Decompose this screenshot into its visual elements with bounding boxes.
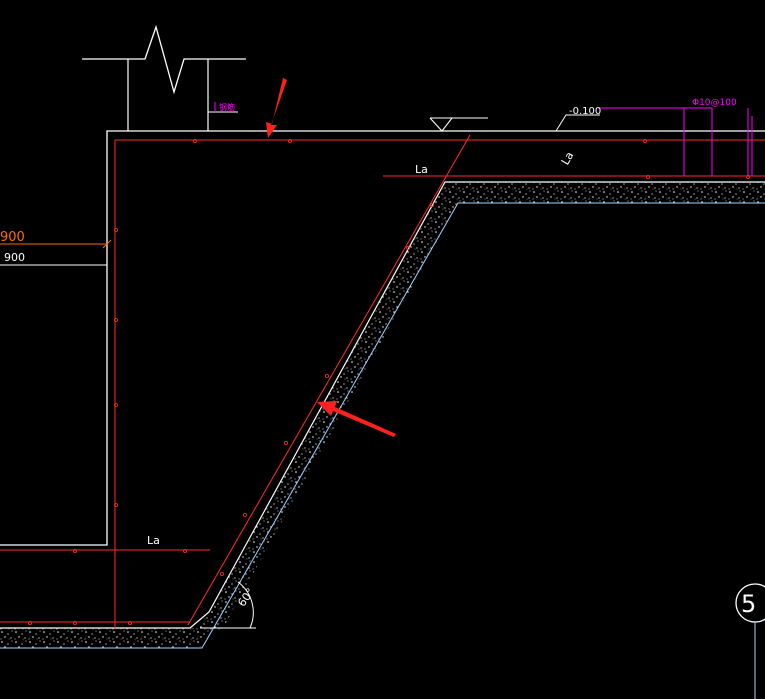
la-label-rotated: La	[559, 150, 577, 168]
structure-outline-top	[0, 130, 765, 546]
rebar-spec-label: Φ10@100	[692, 98, 737, 108]
elevation-leader	[555, 114, 600, 132]
cushion-outline-bottom	[0, 202, 765, 649]
rebar-annotation-lines	[214, 102, 753, 176]
elevation-marker	[429, 117, 488, 132]
red-arrow-slope[interactable]	[317, 401, 396, 437]
dim-900-orange: 900	[0, 230, 25, 245]
cushion-outline-top	[0, 181, 765, 629]
dim-tick	[102, 239, 112, 249]
concrete-cushion-bottom	[0, 628, 210, 648]
break-line-symbol	[82, 24, 246, 95]
la-label-bottom: La	[147, 534, 160, 547]
angle-arc	[237, 581, 254, 629]
rebar-slope	[187, 134, 471, 626]
rebar-dots	[27, 138, 751, 626]
la-label-top: La	[415, 163, 428, 176]
red-arrow-top[interactable]	[266, 78, 287, 138]
magenta-note-label: 钢筋	[219, 102, 235, 112]
dim-900-white: 900	[4, 251, 25, 264]
section-mark-number: 5	[741, 590, 756, 618]
elevation-label: -0.100	[569, 106, 601, 117]
concrete-cushion-top	[445, 182, 765, 203]
